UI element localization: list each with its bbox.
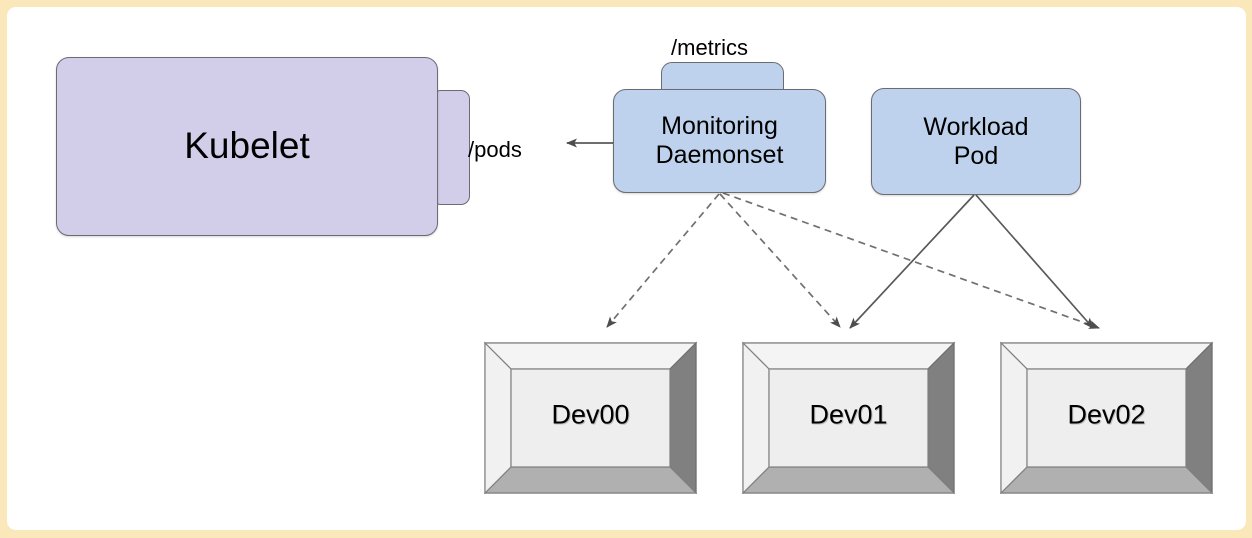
node-monitoring-daemonset[interactable]: Monitoring Daemonset [613,89,826,193]
node-device-dev01-label: Dev01 [809,399,888,430]
edge-workload-to-dev02 [975,194,1094,329]
device-3d-shape-icon [1000,341,1213,494]
node-workload-pod[interactable]: Workload Pod [871,88,1081,195]
edge-daemonset-to-dev01 [719,193,841,328]
node-device-dev01[interactable]: Dev01 [742,336,955,494]
node-device-dev00[interactable]: Dev00 [484,336,697,494]
node-device-dev02[interactable]: Dev02 [1000,336,1213,494]
node-monitoring-daemonset-label: Monitoring Daemonset [655,112,784,169]
edge-daemonset-to-dev00 [606,193,720,328]
kubelet-pods-endpoint-label: /pods [468,137,522,162]
node-workload-pod-label: Workload Pod [923,112,1029,170]
node-device-dev02-label: Dev02 [1067,399,1146,430]
node-device-dev00-label: Dev00 [551,399,630,430]
device-3d-shape-icon [484,341,697,494]
kubelet-pods-endpoint-tab[interactable] [432,90,470,205]
node-kubelet[interactable]: Kubelet [56,57,438,236]
device-3d-shape-icon [742,341,955,494]
diagram-canvas: Kubelet /pods /metrics Monitoring Daemon… [7,7,1246,530]
edge-workload-to-dev01 [849,194,975,329]
edge-daemonset-to-dev02 [722,192,1100,329]
daemonset-metrics-endpoint-label: /metrics [671,35,748,60]
node-kubelet-label: Kubelet [184,125,310,167]
